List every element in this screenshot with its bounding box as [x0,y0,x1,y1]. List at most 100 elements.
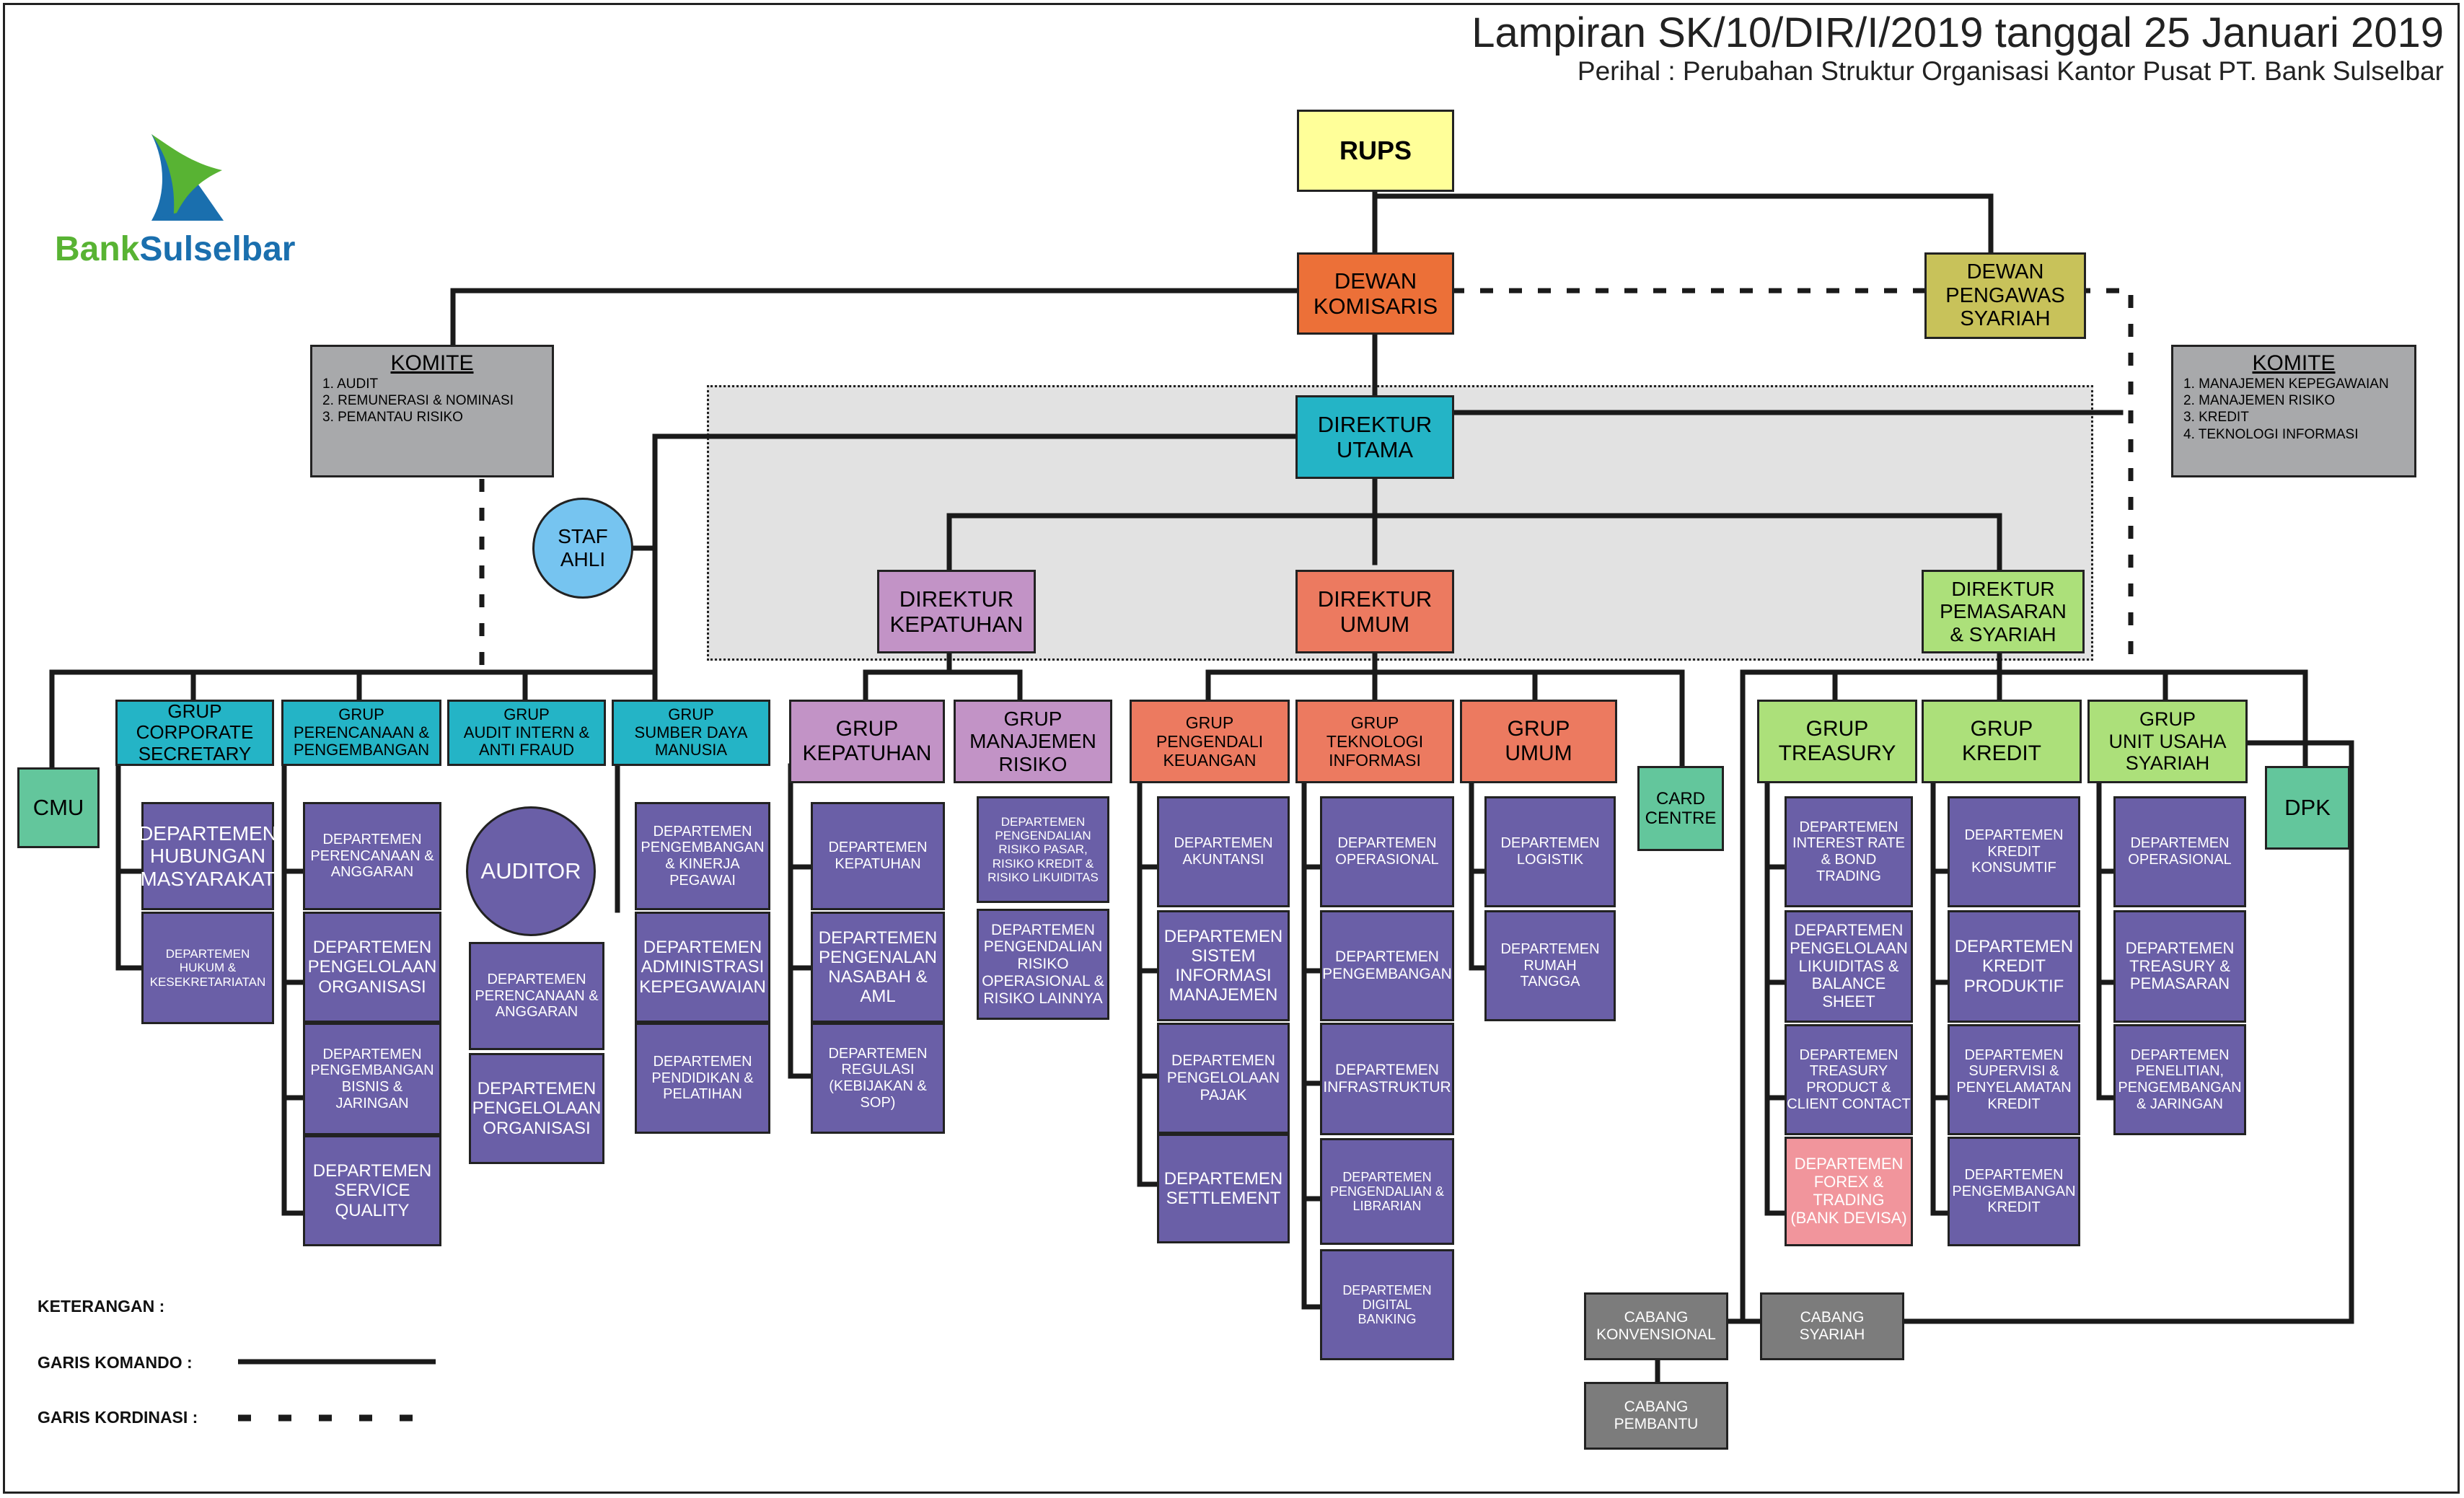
komite-right-item: 3. KREDIT [2183,410,2249,426]
departemen-box: DEPARTEMEN KEPATUHAN [811,802,945,910]
grup-corporate-secretary: GRUP CORPORATE SECRETARY [115,700,274,766]
departemen-box: DEPARTEMEN OPERASIONAL [1320,796,1454,907]
grup-teknologi-informasi: GRUP TEKNOLOGI INFORMASI [1295,700,1454,783]
komite-right-item: 2. MANAJEMEN RISIKO [2183,393,2336,409]
grup-unit-usaha-syariah: GRUP UNIT USAHA SYARIAH [2087,700,2248,783]
dpk-label: DPK [2284,795,2331,821]
departemen-box: DEPARTEMEN PENGEMBANGAN KREDIT [1948,1137,2080,1246]
departemen-box: DEPARTEMEN PENGEMBANGAN & KINERJA PEGAWA… [635,802,770,910]
komite-left-item: 1. AUDIT [322,376,379,392]
legend-kordinasi: GARIS KORDINASI : [38,1408,198,1427]
komite-left-item: 3. PEMANTAU RISIKO [322,410,463,426]
departemen-box: DEPARTEMEN PENGELOLAAN ORGANISASI [469,1053,604,1164]
departemen-box: DEPARTEMEN PENGENALAN NASABAH & AML [811,912,945,1023]
cabang-pembantu-label: CABANG PEMBANTU [1614,1398,1699,1432]
page-frame [3,3,2460,1494]
logo-part1: Bank [55,230,140,268]
departemen-box: DEPARTEMEN PENGELOLAAN ORGANISASI [303,912,441,1023]
departemen-box: DEPARTEMEN PERENCANAAN & ANGGARAN [469,942,604,1050]
logo-part2: Sulselbar [139,230,296,268]
grup-pengendali-keuangan: GRUP PENGENDALI KEUANGAN [1130,700,1290,783]
page-subtitle: Perihal : Perubahan Struktur Organisasi … [1577,56,2444,86]
departemen-box: DEPARTEMEN RUMAH TANGGA [1484,910,1616,1021]
departemen-box: DEPARTEMEN TREASURY PRODUCT & CLIENT CON… [1785,1024,1913,1135]
cmu-label: CMU [32,795,84,821]
dewan-pengawas-box: DEWAN PENGAWAS SYARIAH [1924,252,2086,339]
card-centre-box: CARD CENTRE [1637,766,1724,851]
grup-label: GRUP KREDIT [1961,717,2041,765]
grup-label: GRUP CORPORATE SECRETARY [136,700,254,765]
legend-komando: GARIS KOMANDO : [38,1353,193,1372]
komite-left-title: KOMITE [390,351,474,375]
grup-label: GRUP UNIT USAHA SYARIAH [2108,708,2227,775]
komite-left-box: KOMITE 1. AUDIT 2. REMUNERASI & NOMINASI… [310,345,554,477]
departemen-box: DEPARTEMEN INTEREST RATE & BOND TRADING [1785,796,1913,907]
cmu-box: CMU [17,767,100,848]
grup-label: GRUP MANAJEMEN RISIKO [969,707,1096,775]
komite-right-item: 4. TEKNOLOGI INFORMASI [2183,426,2359,442]
direktur-umum-box: DIREKTUR UMUM [1295,570,1454,653]
dewan-pengawas-label: DEWAN PENGAWAS SYARIAH [1945,260,2065,331]
grup-kepatuhan: GRUP KEPATUHAN [789,700,945,783]
direktur-umum-label: DIREKTUR UMUM [1317,586,1433,637]
departemen-box: DEPARTEMEN PENGELOLAAN PAJAK [1157,1023,1290,1134]
departemen-box: DEPARTEMEN TREASURY & PEMASARAN [2113,910,2246,1023]
dewan-komisaris-label: DEWAN KOMISARIS [1313,268,1438,319]
departemen-box: DEPARTEMEN OPERASIONAL [2113,796,2246,907]
direktur-kepatuhan-label: DIREKTUR KEPATUHAN [889,586,1024,637]
departemen-box: DEPARTEMEN FOREX & TRADING (BANK DEVISA) [1785,1137,1913,1246]
cabang-konvensional-label: CABANG KONVENSIONAL [1596,1309,1716,1343]
direktur-kepatuhan-box: DIREKTUR KEPATUHAN [877,570,1036,653]
cabang-pembantu-box: CABANG PEMBANTU [1584,1382,1728,1450]
direktur-pemasaran-box: DIREKTUR PEMASARAN & SYARIAH [1922,570,2085,653]
komite-right-title: KOMITE [2252,351,2336,375]
departemen-box: DEPARTEMEN PENELITIAN, PENGEMBANGAN & JA… [2113,1024,2246,1135]
departemen-box: DEPARTEMEN KREDIT PRODUKTIF [1948,910,2080,1023]
grup-label: GRUP KEPATUHAN [802,717,932,765]
departemen-box: DEPARTEMEN PENGEMBANGAN [1320,910,1454,1021]
cabang-syariah-box: CABANG SYARIAH [1760,1292,1904,1360]
departemen-box: DEPARTEMEN SERVICE QUALITY [303,1135,441,1246]
departemen-box: DEPARTEMEN PENDIDIKAN & PELATIHAN [635,1023,770,1134]
grup-audit-intern: GRUP AUDIT INTERN & ANTI FRAUD [447,700,606,766]
departemen-box: DEPARTEMEN PENGENDALIAN RISIKO OPERASION… [977,909,1109,1020]
departemen-box: DEPARTEMEN PENGELOLAAN LIKUIDITAS & BALA… [1785,910,1913,1023]
komite-right-box: KOMITE 1. MANAJEMEN KEPEGAWAIAN 2. MANAJ… [2171,345,2416,477]
cabang-konvensional-box: CABANG KONVENSIONAL [1584,1292,1728,1360]
bank-logo-icon [151,134,224,221]
departemen-box: DEPARTEMEN PERENCANAAN & ANGGARAN [303,802,441,910]
departemen-box: DEPARTEMEN HUKUM & KESEKRETARIATAN [141,912,274,1024]
grup-label: GRUP PENGENDALI KEUANGAN [1156,713,1264,770]
grup-treasury: GRUP TREASURY [1757,700,1917,783]
cabang-syariah-label: CABANG SYARIAH [1799,1309,1865,1343]
departemen-box: DEPARTEMEN SUPERVISI & PENYELAMATAN KRED… [1948,1024,2080,1135]
grup-label: GRUP TREASURY [1778,717,1896,765]
departemen-box: DEPARTEMEN SETTLEMENT [1157,1134,1290,1243]
rups-label: RUPS [1339,135,1412,165]
auditor-label: AUDITOR [480,858,581,884]
auditor-circle: AUDITOR [466,806,596,936]
card-centre-label: CARD CENTRE [1645,788,1717,828]
departemen-box: DEPARTEMEN LOGISTIK [1484,796,1616,907]
staf-ahli-label: STAF AHLI [558,525,608,570]
legend-title: KETERANGAN : [38,1297,165,1316]
komite-right-item: 1. MANAJEMEN KEPEGAWAIAN [2183,376,2389,392]
departemen-box: DEPARTEMEN DIGITAL BANKING [1320,1249,1454,1360]
staf-ahli-circle: STAF AHLI [532,498,633,599]
departemen-box: DEPARTEMEN KREDIT KONSUMTIF [1948,796,2080,907]
direktur-pemasaran-label: DIREKTUR PEMASARAN & SYARIAH [1940,577,2067,646]
grup-kredit: GRUP KREDIT [1922,700,2082,783]
direktur-utama-label: DIREKTUR UTAMA [1317,411,1433,462]
bank-logo-text: BankSulselbar [55,229,295,269]
departemen-box: DEPARTEMEN PENGEMBANGAN BISNIS & JARINGA… [303,1023,441,1135]
grup-perencanaan: GRUP PERENCANAAN & PENGEMBANGAN [281,700,441,766]
direktur-utama-box: DIREKTUR UTAMA [1295,395,1454,479]
departemen-box: DEPARTEMEN AKUNTANSI [1157,796,1290,907]
departemen-box: DEPARTEMEN INFRASTRUKTUR [1320,1023,1454,1135]
grup-label: GRUP PERENCANAAN & PENGEMBANGAN [293,705,430,759]
page-title: Lampiran SK/10/DIR/I/2019 tanggal 25 Jan… [1471,9,2444,56]
departemen-box: DEPARTEMEN PENGENDALIAN & LIBRARIAN [1320,1138,1454,1245]
departemen-box: DEPARTEMEN PENGENDALIAN RISIKO PASAR, RI… [977,796,1109,903]
departemen-box: DEPARTEMEN ADMINISTRASI KEPEGAWAIAN [635,912,770,1023]
